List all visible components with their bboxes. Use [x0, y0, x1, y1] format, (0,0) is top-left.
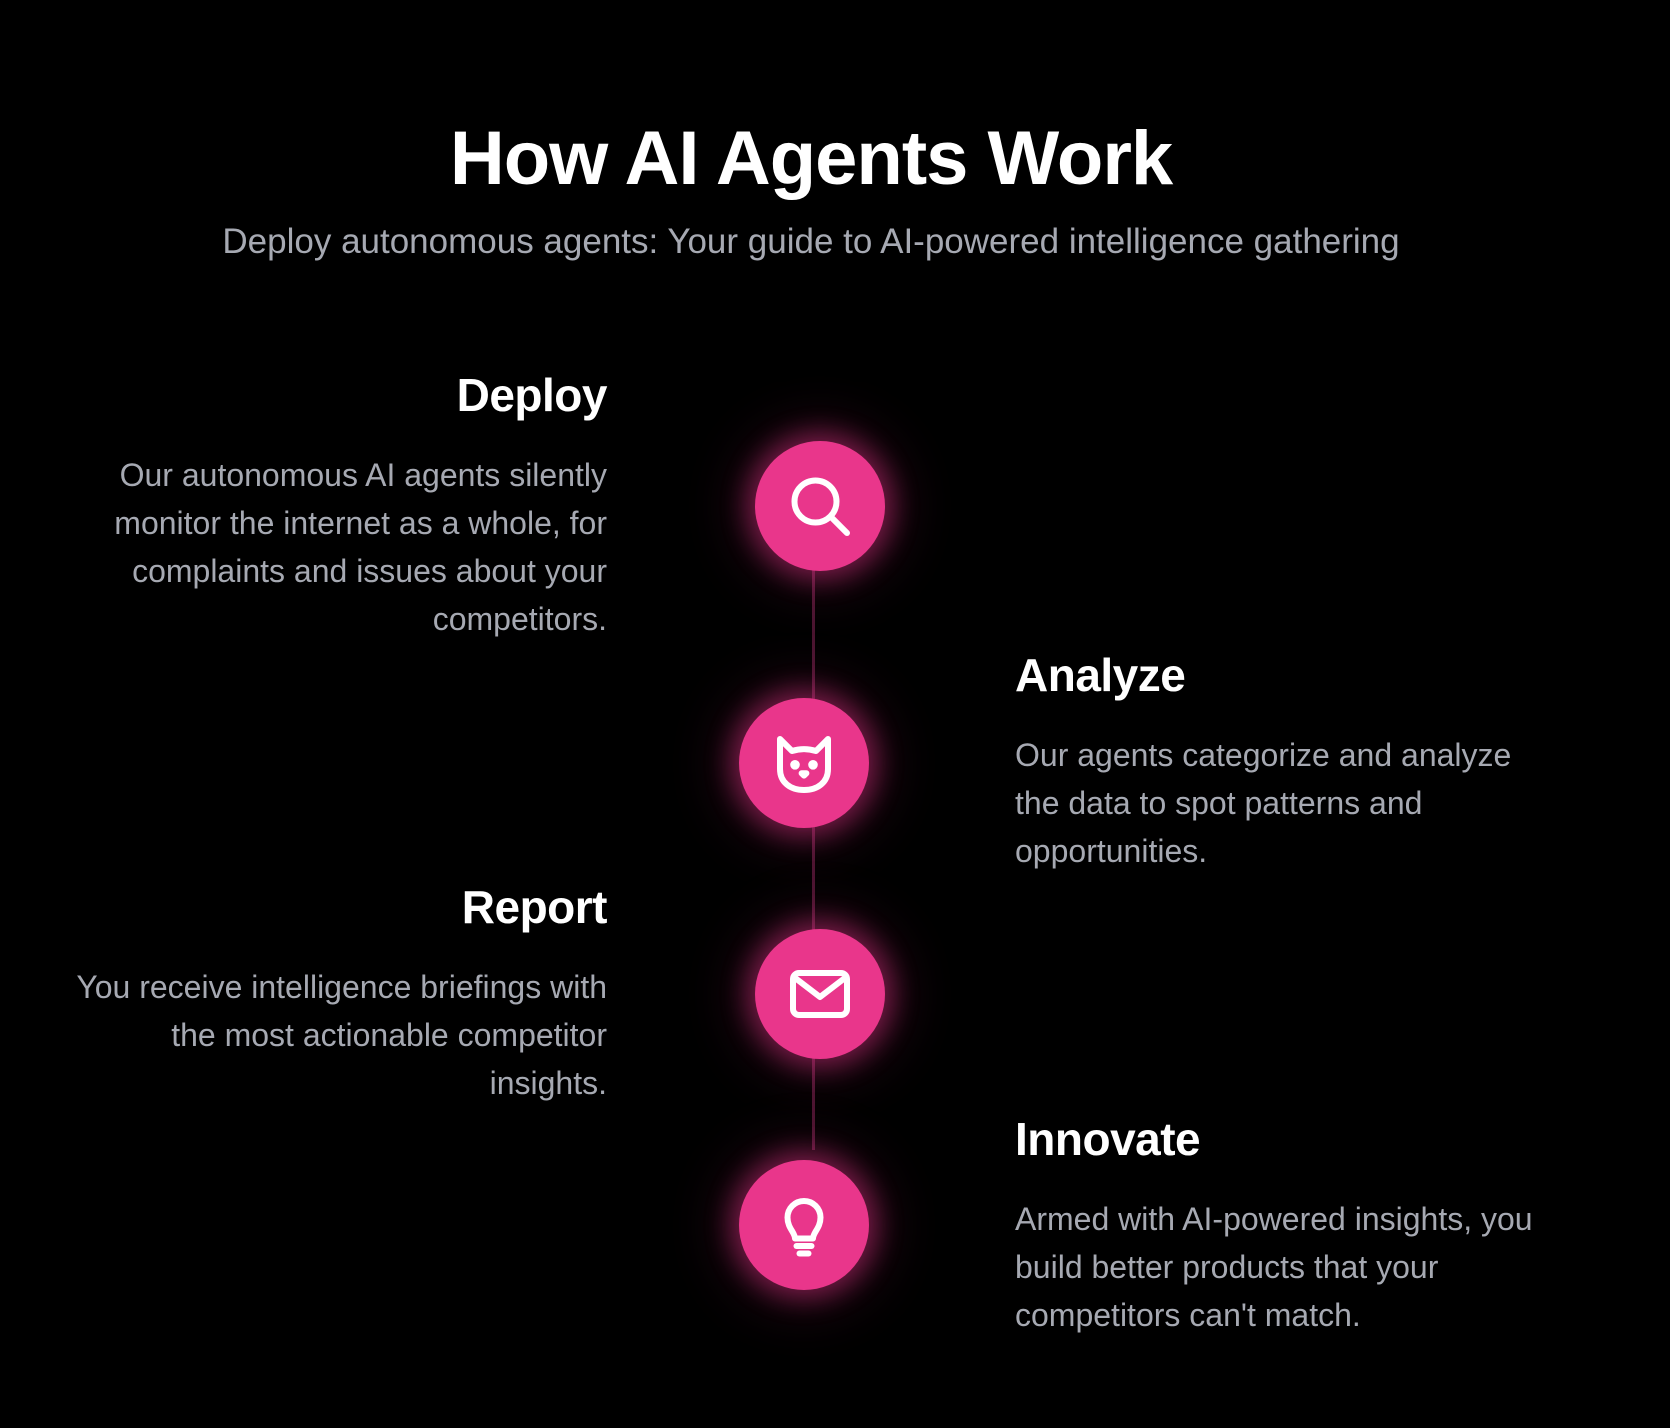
lightbulb-icon	[784, 1198, 824, 1257]
step-icon-deploy	[755, 441, 885, 571]
timeline-connector	[812, 1058, 815, 1150]
mail-icon	[790, 970, 850, 1018]
step-analyze: Analyze Our agents categorize and analyz…	[1015, 648, 1555, 875]
page-title: How AI Agents Work	[449, 115, 1173, 201]
step-innovate: Innovate Armed with AI-powered insights,…	[1015, 1112, 1555, 1339]
timeline-connector	[812, 826, 815, 930]
step-description: Our autonomous AI agents silently monito…	[114, 457, 607, 638]
step-title: Report	[461, 881, 608, 933]
step-description: You receive intelligence briefings with …	[76, 969, 607, 1102]
cat-icon	[777, 736, 831, 793]
step-icon-analyze	[739, 698, 869, 828]
step-title: Deploy	[456, 369, 608, 421]
search-icon	[791, 477, 850, 536]
step-title: Innovate	[1015, 1113, 1201, 1165]
step-title: Analyze	[1015, 649, 1186, 701]
timeline-connector	[812, 570, 815, 700]
page-subtitle: Deploy autonomous agents: Your guide to …	[222, 222, 1400, 261]
step-deploy: Deploy Our autonomous AI agents silently…	[67, 368, 607, 643]
step-report: Report You receive intelligence briefing…	[67, 880, 607, 1107]
step-description: Armed with AI-powered insights, you buil…	[1015, 1201, 1533, 1334]
step-description: Our agents categorize and analyze the da…	[1015, 737, 1512, 870]
step-icon-innovate	[739, 1160, 869, 1290]
step-icon-report	[755, 929, 885, 1059]
